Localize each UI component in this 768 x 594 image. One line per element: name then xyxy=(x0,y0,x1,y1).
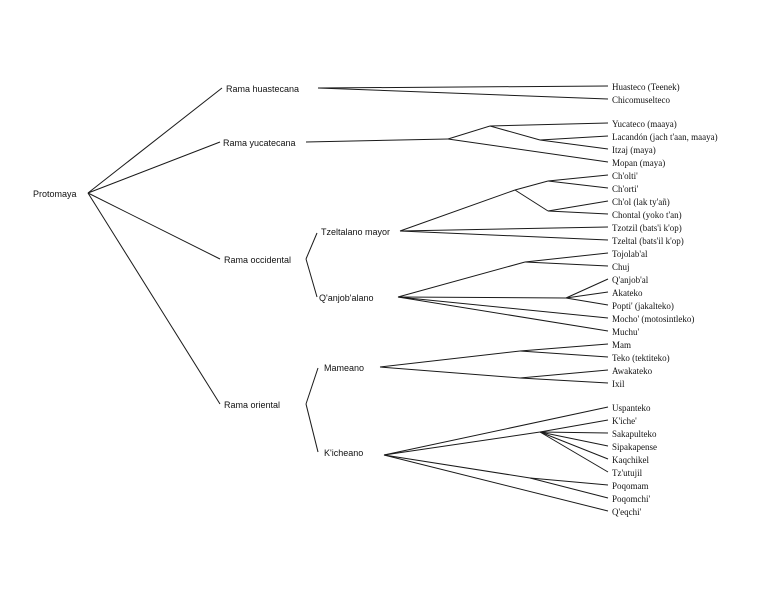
tree-edge xyxy=(397,296,609,319)
tree-edge xyxy=(565,297,609,306)
language-label: Sipakapense xyxy=(612,442,657,452)
tree-edge xyxy=(524,252,609,263)
tree-edge xyxy=(565,278,609,299)
tree-edge xyxy=(447,125,491,140)
tree-edge xyxy=(514,189,549,212)
tree-edge xyxy=(383,431,541,456)
branch-oriental-label: Rama oriental xyxy=(224,400,280,410)
tree-edge xyxy=(397,296,609,332)
language-label: Q'eqchi' xyxy=(612,507,642,517)
tree-edge xyxy=(399,230,609,241)
language-label: Ch'orti' xyxy=(612,184,639,194)
language-label: Mopan (maya) xyxy=(612,158,665,168)
language-label: Ch'ol (lak ty'añ) xyxy=(612,197,670,207)
language-label: Lacandón (jach t'aan, maaya) xyxy=(612,132,718,142)
tree-edge xyxy=(383,454,531,479)
language-label: Q'anjob'al xyxy=(612,275,649,285)
branch-huastecana-label: Rama huastecana xyxy=(226,84,299,94)
tree-edge xyxy=(539,431,609,447)
tree-edge xyxy=(547,174,609,182)
tree-edge xyxy=(539,419,609,433)
language-label: Mocho' (motosintleko) xyxy=(612,314,694,324)
tree-edge xyxy=(539,431,609,434)
tree-edge xyxy=(383,406,609,456)
subgroup-kicheano-label: K'icheano xyxy=(324,448,363,458)
tree-edge xyxy=(519,377,609,384)
tree-edge xyxy=(489,125,541,141)
subgroup-mameano-label: Mameano xyxy=(324,363,364,373)
language-label: Mam xyxy=(612,340,631,350)
tree-edge xyxy=(539,431,609,460)
tree-edge xyxy=(305,258,318,298)
tree-edge xyxy=(529,477,609,499)
subgroup-tzeltalano-label: Tzeltalano mayor xyxy=(321,227,390,237)
tree-edge xyxy=(397,296,567,299)
tree-edge xyxy=(87,192,221,260)
tree-edge xyxy=(514,180,549,191)
language-label: Akateko xyxy=(612,288,643,298)
language-label: Popti' (jakalteko) xyxy=(612,301,674,311)
branch-yucatecana-label: Rama yucatecana xyxy=(223,138,296,148)
tree-edge xyxy=(379,366,521,379)
tree-edge xyxy=(317,85,609,89)
tree-edge xyxy=(519,350,609,358)
language-label: Itzaj (maya) xyxy=(612,145,656,155)
language-label: Kaqchikel xyxy=(612,455,649,465)
tree-edge xyxy=(547,180,609,189)
language-label: Chontal (yoko t'an) xyxy=(612,210,682,220)
language-labels: Huasteco (Teenek) Chicomuselteco Yucatec… xyxy=(612,82,718,517)
language-label: Uspanteko xyxy=(612,403,651,413)
tree-edges xyxy=(87,85,609,512)
tree-edge xyxy=(539,139,609,150)
tree-edge xyxy=(317,87,609,100)
language-label: Poqomam xyxy=(612,481,649,491)
language-label: Awakateko xyxy=(612,366,653,376)
tree-edge xyxy=(565,291,609,299)
language-label: Yucateco (maaya) xyxy=(612,119,677,129)
tree-edge xyxy=(489,122,609,127)
tree-edge xyxy=(383,454,609,512)
tree-edge xyxy=(447,138,609,163)
language-label: Teko (tektiteko) xyxy=(612,353,670,363)
tree-edge xyxy=(87,192,221,405)
root-label: Protomaya xyxy=(33,189,77,199)
language-label: Ixil xyxy=(612,379,625,389)
tree-edge xyxy=(87,141,221,194)
language-label: Poqomchi' xyxy=(612,494,651,504)
tree-edge xyxy=(519,343,609,352)
tree-edge xyxy=(305,367,319,405)
tree-edge xyxy=(397,261,526,298)
language-label: Ch'olti' xyxy=(612,171,638,181)
tree-edge xyxy=(87,87,223,194)
language-label: Tzotzil (bats'i k'op) xyxy=(612,223,682,233)
tree-edge xyxy=(529,477,609,486)
subgroup-qanjobalano-label: Q'anjob'alano xyxy=(319,293,373,303)
language-label: Sakapulteko xyxy=(612,429,657,439)
tree-edge xyxy=(547,210,609,215)
tree-edge xyxy=(539,431,609,473)
tree-edge xyxy=(539,135,609,141)
language-label: Tz'utujil xyxy=(612,468,643,478)
language-label: Muchu' xyxy=(612,327,639,337)
tree-edge xyxy=(519,369,609,379)
language-label: K'iche' xyxy=(612,416,637,426)
language-label: Chicomuselteco xyxy=(612,95,670,105)
tree-edge xyxy=(305,232,318,260)
tree-edge xyxy=(305,403,319,453)
tree-edge xyxy=(524,261,609,267)
language-label: Huasteco (Teenek) xyxy=(612,82,680,92)
language-label: Chuj xyxy=(612,262,630,272)
tree-edge xyxy=(547,200,609,212)
tree-edge xyxy=(399,226,609,232)
tree-edge xyxy=(305,138,449,143)
branch-occidental-label: Rama occidental xyxy=(224,255,291,265)
language-label: Tojolab'al xyxy=(612,249,648,259)
language-label: Tzeltal (bats'il k'op) xyxy=(612,236,684,246)
tree-edge xyxy=(399,189,516,232)
tree-edge xyxy=(379,350,521,368)
